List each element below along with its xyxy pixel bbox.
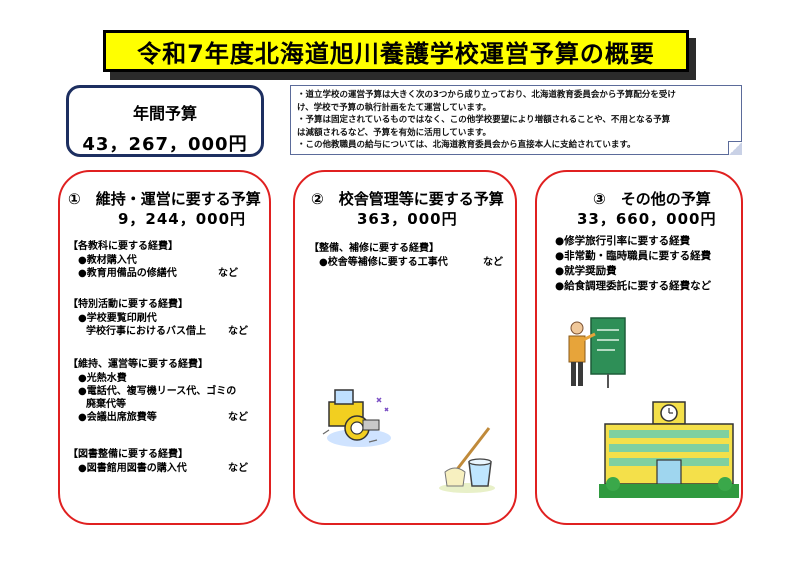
annual-budget-label: 年間予算 bbox=[132, 104, 197, 123]
note-line: は減額されるなど、予算を有効に活用しています。 bbox=[297, 127, 491, 138]
list-item: ●非常勤・臨時職員に要する経費 bbox=[555, 250, 712, 262]
panel-maintenance-budget: ① 維持・運営に要する予算 9，244，000円 【各教科に要する経費】 ●教材… bbox=[58, 170, 271, 525]
list-item-text: ●校舎等補修に要する工事代 bbox=[319, 257, 448, 268]
list-item: 廃棄代等 bbox=[86, 399, 126, 410]
note-fold-corner bbox=[728, 141, 742, 155]
page-title-text: 令和7年度北海道旭川養護学校運営予算の概要 bbox=[137, 39, 655, 68]
list-item-text: ●会議出席旅費等 bbox=[78, 412, 157, 423]
section-heading: 【整備、補修に要する経費】 bbox=[309, 243, 439, 254]
page-title: 令和7年度北海道旭川養護学校運営予算の概要 bbox=[103, 30, 689, 72]
list-item: ●修学旅行引率に要する経費 bbox=[555, 235, 691, 247]
list-item: ●学校要覧印刷代 bbox=[78, 313, 157, 324]
mop-bucket-illustration bbox=[439, 427, 495, 493]
note-line: ・道立学校の運営予算は大きく次の3つから成り立っており、北海道教育委員会から予算… bbox=[297, 90, 676, 100]
panel2-section-repairs: 【整備、補修に要する経費】 ●校舎等補修に要する工事代 など bbox=[309, 242, 503, 269]
list-item: ●電話代、複写機リース代、ゴミの bbox=[78, 386, 237, 397]
etc-label: など bbox=[228, 463, 248, 474]
list-item: ●就学奨励費 bbox=[555, 265, 617, 277]
etc-label: など bbox=[228, 326, 248, 337]
panel1-section-activities: 【特別活動に要する経費】 ●学校要覧印刷代 学校行事におけるバス借上 など bbox=[68, 298, 248, 338]
notes-box: ・道立学校の運営予算は大きく次の3つから成り立っており、北海道教育委員会から予算… bbox=[290, 85, 742, 155]
section-heading: 【各教科に要する経費】 bbox=[68, 241, 178, 252]
panel2-title: ② 校舎管理等に要する予算 bbox=[311, 190, 504, 208]
panel1-section-library: 【図書整備に要する経費】 ●図書館用図書の購入代 など bbox=[68, 448, 248, 475]
panel1-amount: 9，244，000円 bbox=[118, 210, 247, 228]
section-heading: 【図書整備に要する経費】 bbox=[68, 449, 188, 460]
list-item-text: 学校行事におけるバス借上 bbox=[86, 326, 206, 337]
etc-label: など bbox=[218, 268, 238, 279]
panel3-list: ●修学旅行引率に要する経費 ●非常勤・臨時職員に要する経費 ●就学奨励費 ●給食… bbox=[555, 234, 711, 294]
panel-other-budget: ③ その他の予算 33，660，000円 ●修学旅行引率に要する経費 ●非常勤・… bbox=[535, 170, 743, 525]
list-item: ●給食調理委託に要する経費など bbox=[555, 280, 712, 292]
school-building-illustration bbox=[599, 401, 739, 498]
etc-label: など bbox=[483, 257, 503, 268]
annual-budget-box: 年間予算 43，267，000円 bbox=[66, 85, 264, 157]
list-item-text: ●図書館用図書の購入代 bbox=[78, 463, 187, 474]
section-heading: 【特別活動に要する経費】 bbox=[68, 299, 188, 310]
note-line: ・予算は固定されているものではなく、この他学校要望により増額されることや、不用と… bbox=[297, 115, 671, 125]
cleaning-machine-illustration bbox=[322, 389, 391, 447]
panel1-title: ① 維持・運営に要する予算 bbox=[68, 190, 261, 208]
panel1-section-operations: 【維持、運営等に要する経費】 ●光熱水費 ●電話代、複写機リース代、ゴミの 廃棄… bbox=[68, 358, 248, 424]
note-line: ・この他教職員の給与については、北海道教育委員会から直接本人に支給されています。 bbox=[297, 140, 636, 150]
panel2-amount: 363，000円 bbox=[357, 210, 458, 228]
annual-budget-amount: 43，267，000円 bbox=[82, 134, 248, 155]
note-line: け、学校で予算の執行計画をたて運営しています。 bbox=[297, 102, 491, 113]
panel3-title: ③ その他の予算 bbox=[593, 190, 711, 208]
teacher-illustration bbox=[568, 317, 626, 388]
etc-label: など bbox=[228, 412, 248, 423]
list-item-text: ●教育用備品の修繕代 bbox=[78, 268, 177, 279]
panel1-section-subjects: 【各教科に要する経費】 ●教材購入代 ●教育用備品の修繕代 など bbox=[68, 240, 238, 280]
section-heading: 【維持、運営等に要する経費】 bbox=[68, 359, 208, 370]
list-item: ●教材購入代 bbox=[78, 255, 137, 266]
list-item: ●会議出席旅費等 など bbox=[68, 411, 248, 424]
list-item: 学校行事におけるバス借上 など bbox=[68, 325, 248, 338]
list-item: ●校舎等補修に要する工事代 など bbox=[309, 256, 503, 269]
list-item: ●教育用備品の修繕代 など bbox=[68, 267, 238, 280]
list-item: ●光熱水費 bbox=[78, 373, 127, 384]
panel3-amount: 33，660，000円 bbox=[577, 210, 717, 228]
panel-facility-budget: ② 校舎管理等に要する予算 363，000円 【整備、補修に要する経費】 ●校舎… bbox=[293, 170, 517, 525]
list-item: ●図書館用図書の購入代 など bbox=[68, 462, 248, 475]
